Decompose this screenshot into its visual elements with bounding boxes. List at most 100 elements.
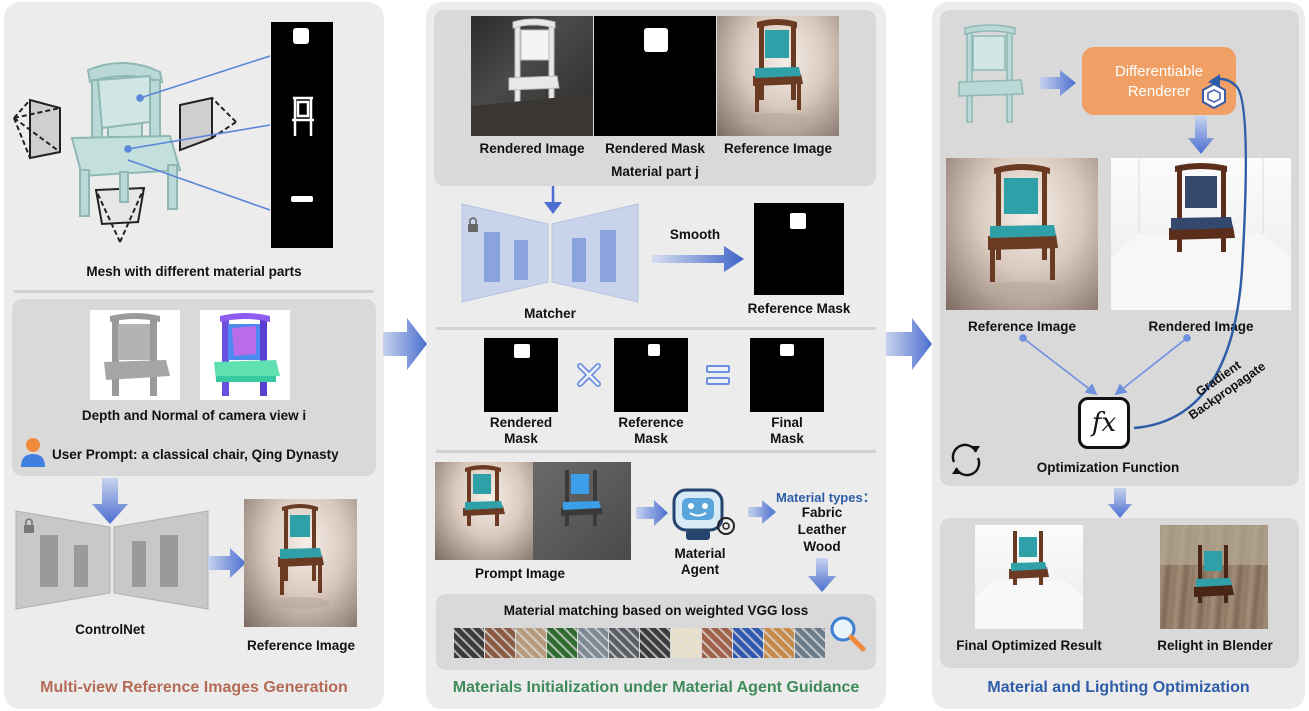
function-icon: fx — [1078, 397, 1130, 449]
left-title: Multi-view Reference Images Generation — [40, 679, 348, 696]
relight-blender-image — [1160, 525, 1268, 629]
optimization-connectors — [1019, 74, 1248, 430]
rendered-image-top — [471, 16, 593, 136]
refresh-cycle-icon — [951, 443, 981, 477]
equals-icon — [706, 365, 730, 385]
material-texture-swatch — [609, 628, 639, 658]
arrow-to-types — [748, 500, 776, 524]
material-type-fabric: Fabric — [801, 505, 843, 520]
reference-image-top-label: Reference Image — [723, 141, 833, 156]
eq-reference-mask — [614, 338, 688, 412]
flow-arrow-left-middle — [383, 318, 427, 370]
rendered-image-right-label: Rendered Image — [1148, 319, 1254, 334]
left-separator — [14, 290, 374, 293]
matcher-label: Matcher — [524, 306, 576, 321]
renderer-label: Differentiable Renderer — [1114, 63, 1204, 100]
right-arrow-controlnet — [208, 548, 246, 578]
cube-icon — [1202, 82, 1226, 110]
magnifier-icon — [830, 616, 866, 652]
final-optimized-image — [975, 525, 1083, 629]
eq-rendered-mask-label: Rendered Mask — [489, 415, 553, 446]
matcher-network — [461, 203, 639, 303]
material-texture-swatch — [516, 628, 546, 658]
reference-image-left — [244, 499, 357, 627]
mesh-chair-illustration — [13, 55, 270, 243]
eq-final-mask-pillow — [780, 344, 794, 356]
controlnet-label: ControlNet — [75, 622, 145, 637]
lock-icon — [24, 518, 34, 533]
prompt-image-1 — [435, 462, 533, 560]
material-texture-swatch — [547, 628, 577, 658]
material-texture-swatch — [671, 628, 701, 658]
user-prompt: User Prompt: a classical chair, Qing Dyn… — [52, 447, 339, 462]
function-symbol: fx — [1091, 408, 1117, 438]
smooth-arrow — [652, 246, 744, 272]
smooth-label: Smooth — [669, 227, 721, 242]
down-arrow-matcher — [544, 186, 562, 214]
eq-rendered-mask — [484, 338, 558, 412]
material-texture-swatch — [578, 628, 608, 658]
camera-frustum-icon — [13, 98, 61, 160]
eq-reference-mask-pillow — [648, 344, 660, 356]
material-types-title: Material types： — [776, 490, 876, 505]
material-texture-swatch — [454, 628, 484, 658]
mesh-caption: Mesh with different material parts — [86, 264, 302, 279]
relight-label: Relight in Blender — [1157, 638, 1273, 653]
lock-icon — [468, 217, 478, 232]
robot-agent-icon — [672, 488, 735, 540]
material-texture-swatch — [733, 628, 763, 658]
down-arrow — [92, 478, 128, 524]
eq-rendered-mask-pillow — [514, 344, 530, 358]
right-title: Material and Lighting Optimization — [987, 679, 1250, 696]
depth-image — [90, 310, 180, 400]
frame-mask — [292, 96, 314, 136]
reference-image-top — [717, 16, 839, 136]
material-type-wood: Wood — [803, 539, 841, 554]
arrow-down-final — [1108, 488, 1132, 518]
arrow-to-renderer — [1040, 70, 1076, 96]
reference-mask-label: Reference Mask — [747, 301, 851, 316]
middle-title: Materials Initialization under Material … — [452, 679, 860, 696]
middle-separator-1 — [436, 327, 876, 330]
reference-image-left-label: Reference Image — [246, 638, 356, 653]
flow-arrow-middle-right — [886, 318, 932, 370]
material-type-leather: Leather — [797, 522, 847, 537]
normal-image — [200, 310, 290, 400]
depth-normal-subpanel — [12, 299, 376, 476]
pillow-mask-top — [644, 28, 668, 52]
texture-strip — [454, 628, 826, 658]
material-texture-swatch — [640, 628, 670, 658]
rendered-mask-top-label: Rendered Mask — [605, 141, 705, 156]
eq-final-mask-label: Final Mask — [770, 415, 804, 446]
pillow-mask-ref — [790, 213, 806, 229]
material-texture-swatch — [795, 628, 825, 658]
reference-image-right — [946, 158, 1098, 310]
final-optimized-label: Final Optimized Result — [956, 638, 1102, 653]
vgg-caption: Material matching based on weighted VGG … — [503, 603, 809, 618]
eq-reference-mask-label: Reference Mask — [618, 415, 684, 446]
material-part-label: Material part j — [611, 164, 699, 179]
reference-mask — [754, 203, 844, 295]
optimization-function-label: Optimization Function — [1036, 460, 1180, 475]
part-masks-strip — [271, 22, 333, 248]
seat-mask — [291, 196, 313, 202]
mesh-chair-small — [958, 24, 1024, 123]
multiply-icon — [577, 363, 601, 387]
arrow-to-agent — [636, 500, 668, 526]
arrow-renderer-down — [1188, 116, 1214, 154]
depth-caption: Depth and Normal of camera view i — [81, 408, 307, 423]
material-texture-swatch — [485, 628, 515, 658]
material-texture-swatch — [702, 628, 732, 658]
agent-label: Material Agent — [674, 546, 726, 577]
arrow-down-vgg — [808, 558, 836, 592]
pillow-mask — [293, 28, 309, 44]
eq-final-mask — [750, 338, 824, 412]
openai-icon — [717, 517, 735, 535]
reference-image-right-label: Reference Image — [967, 319, 1077, 334]
user-icon — [21, 438, 45, 467]
rendered-mask-top — [594, 16, 716, 136]
rendered-image-top-label: Rendered Image — [479, 141, 585, 156]
material-texture-swatch — [764, 628, 794, 658]
middle-separator-2 — [436, 450, 876, 453]
controlnet-network — [15, 510, 209, 610]
